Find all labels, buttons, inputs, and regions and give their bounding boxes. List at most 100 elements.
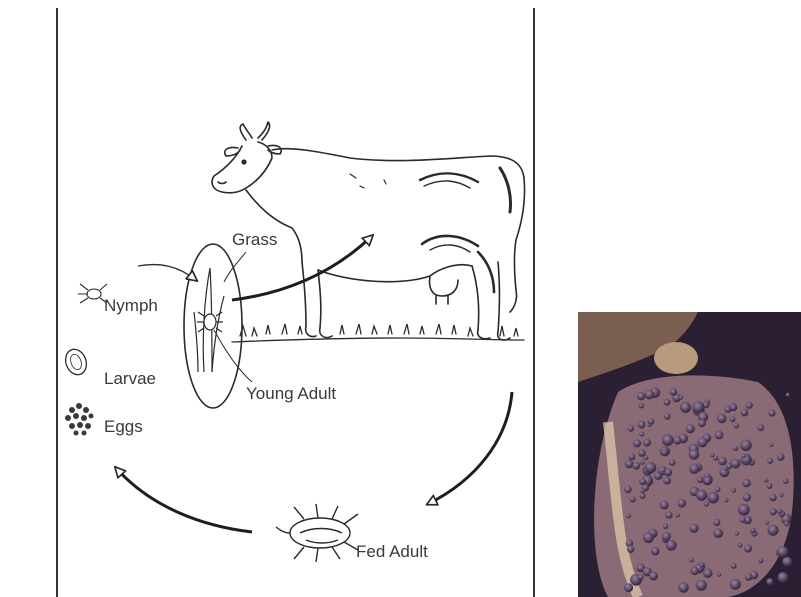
engorged-tick [633,439,641,447]
engorged-tick [735,531,739,535]
label-fed-adult: Fed Adult [356,542,428,561]
engorged-tick [730,416,736,422]
engorged-tick [710,453,714,457]
engorged-tick [677,499,686,508]
engorged-tick [670,388,678,396]
engorged-tick [731,563,737,569]
engorged-tick [741,409,749,417]
engorged-tick [645,462,656,473]
engorged-tick [665,511,672,518]
engorged-tick [686,424,695,433]
engorged-tick [664,399,671,406]
engorged-tick [731,459,741,469]
engorged-tick [690,567,699,576]
thumb-shape [654,342,698,374]
engorged-tick [675,513,680,518]
engorged-tick [696,580,707,591]
engorged-tick [662,468,666,472]
engorged-tick [707,492,719,504]
engorged-tick [689,524,698,533]
engorged-tick [783,478,789,484]
engorged-tick [745,573,753,581]
arrow-cow-to-fed-adult [428,392,512,504]
engorged-tick [777,546,788,557]
engorged-tick [638,421,646,429]
engorged-tick [664,413,671,420]
engorged-tick [697,477,703,483]
engorged-tick [689,449,700,460]
engorged-tick [769,494,776,501]
engorged-tick [698,419,706,427]
engorged-tick [768,525,779,536]
label-eggs: Eggs [104,417,143,436]
engorged-tick [786,393,790,397]
engorged-tick [766,578,773,585]
engorged-tick [697,437,707,447]
engorged-tick [757,424,764,431]
engorged-tick [660,501,669,510]
engorged-tick [638,574,644,580]
engorged-tick [663,477,671,485]
label-nymph: Nymph [104,296,158,315]
engorged-tick [769,443,773,447]
engorged-tick [644,455,649,460]
engorged-tick [639,403,644,408]
label-young-adult: Young Adult [246,384,336,403]
engorged-tick [715,431,724,440]
engorged-tick [717,573,721,577]
engorged-tick [768,409,775,416]
engorged-tick [713,519,720,526]
tick-infested-hide-photo [578,312,801,597]
engorged-tick [779,493,783,497]
nymph-tick-icon [78,284,107,303]
engorged-tick [758,558,763,563]
engorged-tick [637,392,645,400]
engorged-tick [663,524,668,529]
engorged-tick [767,458,773,464]
engorged-tick [662,532,671,541]
eggs-cluster-icon [65,403,94,436]
engorged-tick [742,479,750,487]
engorged-tick [733,446,738,451]
engorged-tick [734,423,740,429]
engorged-tick [703,569,712,578]
label-grass: Grass [232,230,277,249]
engorged-tick [639,432,644,437]
engorged-tick [765,521,769,525]
engorged-tick [626,514,631,519]
engorged-tick [740,517,746,523]
engorged-tick [651,547,660,556]
engorged-tick [624,486,632,494]
engorged-tick [662,434,674,446]
engorged-tick [625,460,634,469]
photo-canvas [578,312,801,597]
engorged-tick [641,489,645,493]
engorged-tick [782,557,792,567]
larvae-icon [62,346,90,377]
engorged-tick [778,572,789,583]
engorged-tick [678,582,689,593]
engorged-tick [743,493,751,501]
arrow-fed-adult-to-eggs [116,468,252,532]
engorged-tick [730,579,741,590]
engorged-tick [740,440,752,452]
engorged-tick [717,414,727,424]
engorged-tick [777,509,782,514]
fed-adult-tick-icon [276,504,358,562]
engorged-tick [713,528,723,538]
engorged-tick [661,449,668,456]
engorged-tick [724,406,731,413]
engorged-tick [703,476,711,484]
engorged-tick [750,528,756,534]
arrow-nymph-to-grass [138,265,196,280]
pointer-young-adult-label [214,330,252,382]
engorged-tick [704,502,709,507]
engorged-tick [669,459,676,466]
engorged-tick [699,563,704,568]
engorged-tick [648,418,655,425]
engorged-tick [738,543,743,548]
engorged-tick [644,390,654,400]
engorged-tick [629,453,636,460]
engorged-tick [689,464,699,474]
engorged-tick [640,493,646,499]
